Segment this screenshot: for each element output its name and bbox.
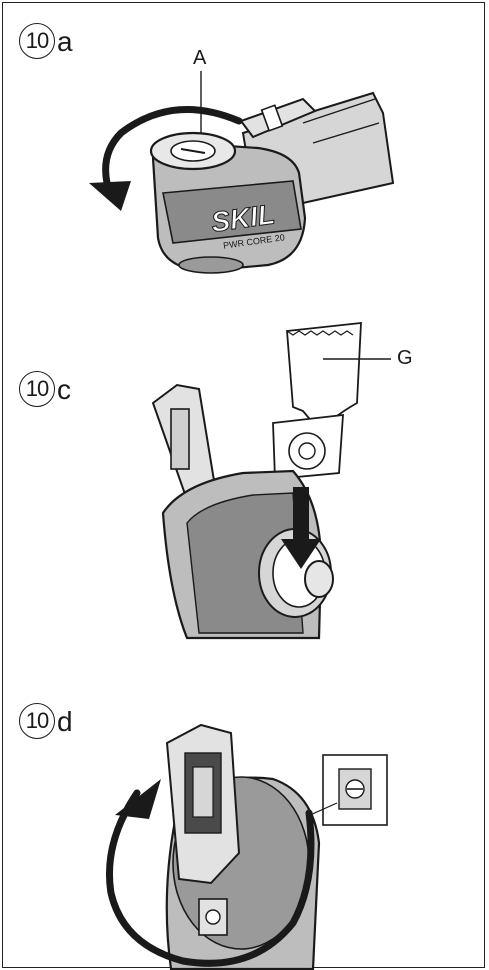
callout-label-g: G — [397, 347, 413, 369]
brand-band — [162, 180, 302, 244]
bottom-flange — [178, 256, 244, 274]
step-number-circle: 10 — [19, 23, 55, 59]
rotate-ccw-arrow-icon — [102, 105, 243, 187]
step-label-10a: 10 a — [19, 23, 73, 59]
spindle-cap — [304, 560, 334, 598]
lever-close-illustration — [105, 723, 388, 970]
step-label-10c: 10 c — [19, 371, 71, 407]
step-letter: c — [57, 374, 71, 405]
blade-mount-illustration — [151, 321, 391, 640]
figure-10a: 10 a A SKIL PWR CORE 20 — [3, 3, 484, 303]
step-letter: a — [57, 26, 73, 57]
push-down-arrow-icon — [293, 487, 309, 547]
step-letter: d — [57, 706, 73, 737]
brand-logo: SKIL — [209, 198, 276, 238]
release-button — [198, 898, 228, 936]
figure-10c: 10 c G — [3, 303, 484, 643]
blade-teeth — [286, 330, 354, 336]
rotate-cw-arrow-icon — [105, 789, 315, 967]
step-number-circle: 10 — [19, 371, 55, 407]
saw-blade — [286, 321, 362, 424]
step-label-10d: 10 d — [19, 703, 73, 739]
figure-10d: 10 d — [3, 683, 484, 970]
tool-head-illustration: SKIL PWR CORE 20 — [89, 71, 395, 274]
step-number-circle: 10 — [19, 703, 55, 739]
callout-label-a: A — [193, 47, 207, 69]
